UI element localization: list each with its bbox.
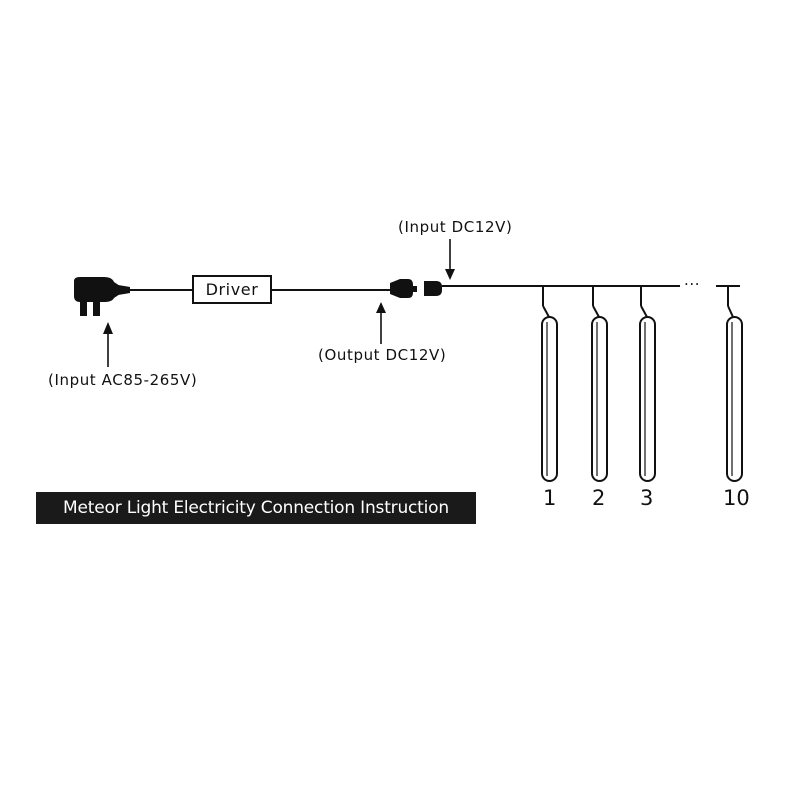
input-dc-label: (Input DC12V) xyxy=(398,218,513,236)
meteor-tube-1 xyxy=(541,286,558,482)
input-connector-icon xyxy=(424,281,442,296)
meteor-tube-2 xyxy=(591,286,608,482)
arrow-down-icon-input-dc xyxy=(445,239,455,280)
ellipsis-label: ... xyxy=(684,271,701,289)
meteor-tube-3 xyxy=(639,286,656,482)
power-plug-icon xyxy=(74,277,130,316)
driver-label: Driver xyxy=(205,280,259,299)
tube-number-10: 10 xyxy=(723,486,750,510)
output-connector-icon xyxy=(390,279,417,298)
arrow-up-icon-output-dc xyxy=(376,302,386,344)
tube-number-2: 2 xyxy=(592,486,606,510)
tube-number-1: 1 xyxy=(543,486,557,510)
meteor-tube-10 xyxy=(726,286,743,482)
tube-number-3: 3 xyxy=(640,486,654,510)
instruction-banner: Meteor Light Electricity Connection Inst… xyxy=(36,492,476,524)
arrow-up-icon-input-ac xyxy=(103,322,113,367)
output-dc-label: (Output DC12V) xyxy=(318,346,447,364)
input-ac-label: (Input AC85-265V) xyxy=(48,371,198,389)
